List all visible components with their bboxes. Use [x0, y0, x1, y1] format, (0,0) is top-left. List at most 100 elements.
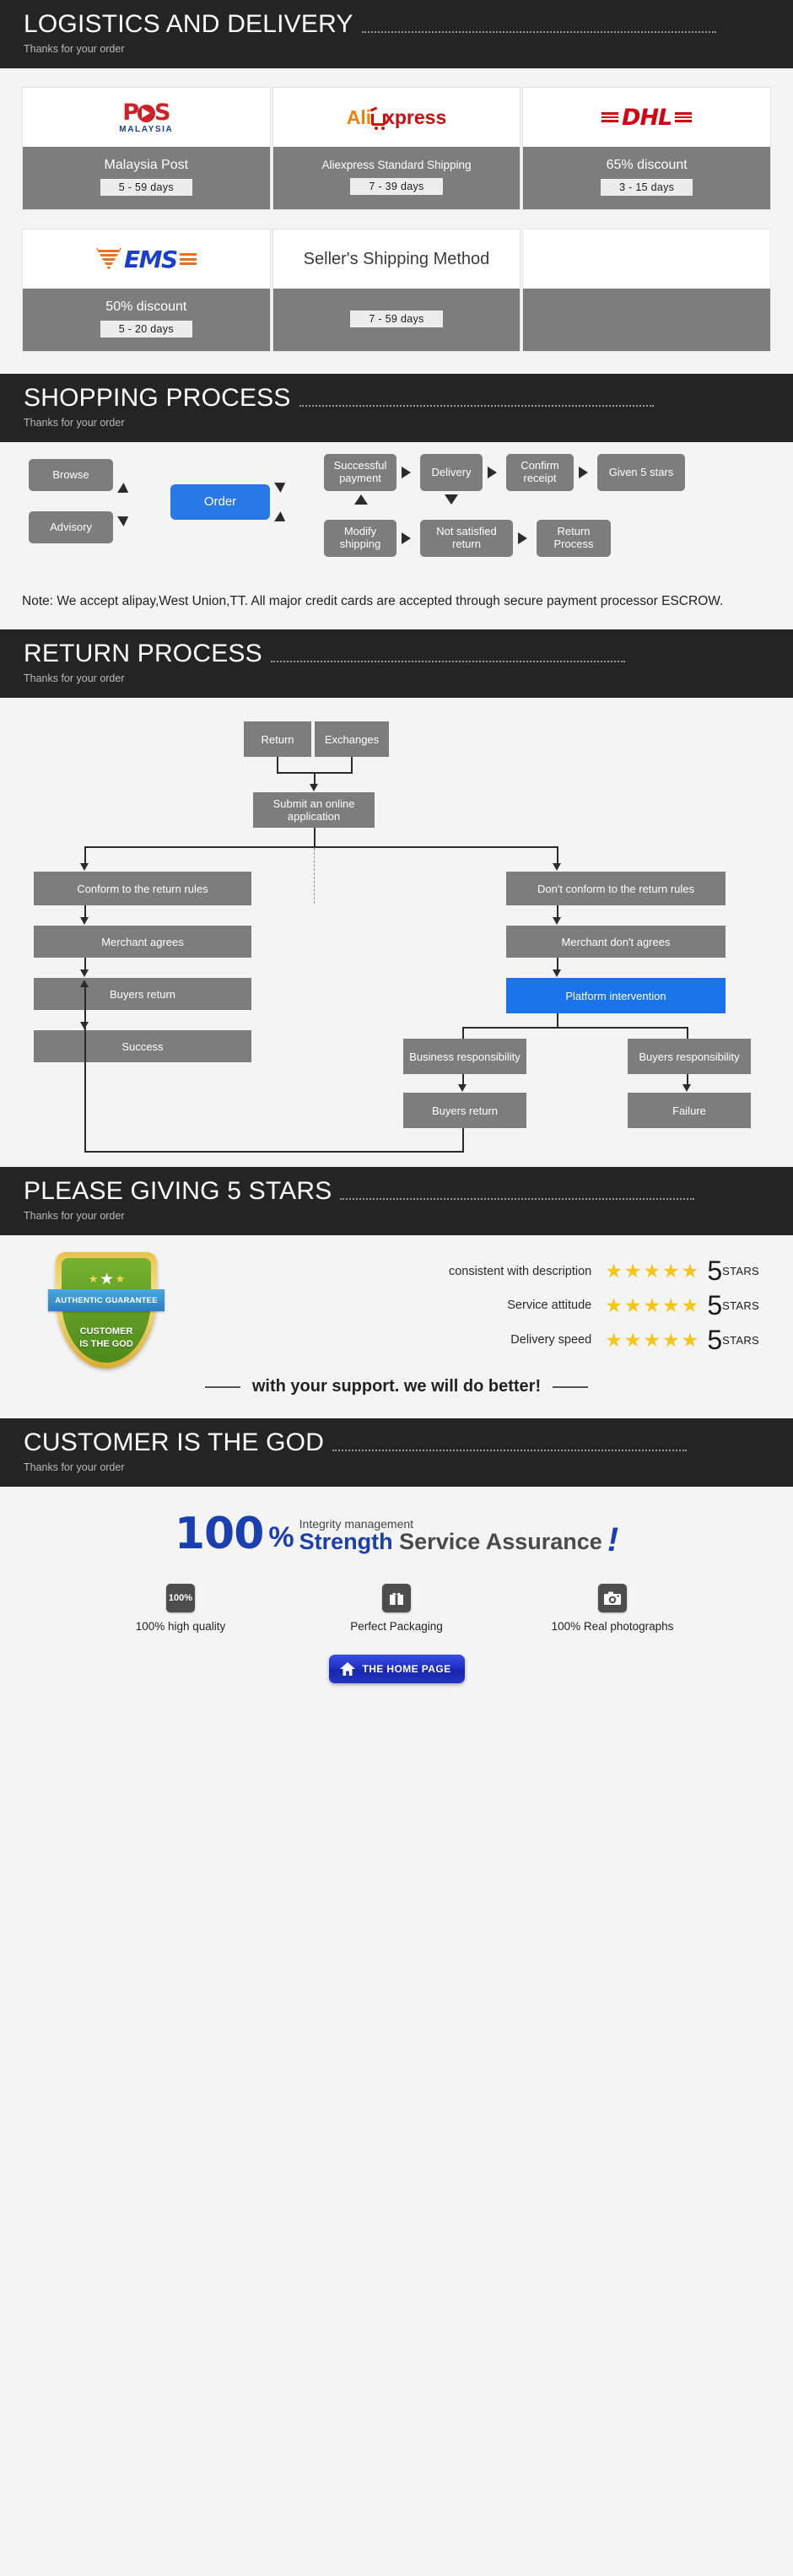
title-dotted-rule [299, 405, 654, 407]
section-header-returns: RETURN PROCESS Thanks for your order [0, 629, 793, 699]
flow-node-buyers-return-left: Buyers return [34, 978, 251, 1011]
connector-center-dashed [314, 848, 315, 905]
connector-conform-down [84, 905, 86, 920]
dhl-stripes-right-icon [675, 112, 693, 122]
camera-icon [598, 1583, 627, 1612]
section-subtitle: Thanks for your order [24, 417, 125, 429]
assurance-subtitle: Integrity management [299, 1517, 414, 1531]
pos-logo-p: P [122, 99, 139, 126]
home-page-button[interactable]: THE HOME PAGE [328, 1654, 465, 1683]
connector-submit-down [314, 828, 316, 847]
return-process-flowchart: Return Exchanges Submit an online applic… [22, 698, 771, 1063]
rating-unit: STARS [722, 1299, 759, 1312]
ems-bars-icon [179, 253, 197, 265]
rating-label: Service attitude [507, 1299, 592, 1313]
rating-row: consistent with description ★★★★★ 5 STAR… [191, 1257, 771, 1284]
tagline-rule-right [553, 1385, 589, 1388]
connector-magrees-down [84, 958, 86, 972]
feature-real-photos: 100% Real photographs [528, 1583, 697, 1633]
ems-chevron-icon [96, 248, 121, 270]
title-dotted-rule [332, 1450, 688, 1452]
connector-return-down [277, 757, 278, 773]
tagline-text: with your support. we will do better! [251, 1377, 542, 1396]
section-subtitle: Thanks for your order [24, 43, 125, 55]
page-title: CUSTOMER IS THE GOD [24, 1428, 325, 1457]
flow-node-modify-shipping: Modify shipping [324, 520, 396, 557]
shipping-days-badge: 3 - 15 days [601, 179, 693, 197]
house-icon [339, 1661, 355, 1676]
shipping-card-meta: 65% discount 3 - 15 days [523, 147, 770, 209]
shipping-card-seller-method: Seller's Shipping Method 7 - 59 days [272, 229, 521, 352]
feature-label: 100% high quality [135, 1619, 226, 1633]
arrow-advisory-to-order [117, 511, 132, 527]
rating-stars-icon: ★★★★★ [605, 1328, 701, 1351]
ems-logo: EMS [23, 230, 270, 289]
page-title: LOGISTICS AND DELIVERY [24, 10, 353, 38]
pos-logo-subtitle: MALAYSIA [119, 124, 174, 134]
connector-bizresp-down [462, 1027, 464, 1041]
arrow-browse-to-order [117, 483, 132, 498]
arrow-to-submit [310, 784, 318, 792]
percent-badge-icon: 100% [166, 1583, 195, 1612]
tagline-rule-left [204, 1385, 240, 1388]
arrow-modify-to-notsatisfied [402, 532, 411, 544]
shipping-days-badge: 5 - 59 days [100, 179, 192, 197]
flow-node-merchant-disagrees: Merchant don't agrees [506, 926, 726, 959]
flow-node-successful-payment: Successful payment [324, 454, 396, 491]
flow-node-failure: Failure [628, 1093, 751, 1129]
section-subtitle: Thanks for your order [24, 1461, 125, 1474]
feature-packaging: Perfect Packaging [312, 1583, 481, 1633]
connector-exchanges-down [351, 757, 353, 773]
flow-node-platform-intervention: Platform intervention [506, 978, 726, 1014]
dhl-logo-text: DHL [622, 104, 672, 131]
flow-node-return: Return [244, 721, 311, 758]
arrow-to-nonconform [553, 863, 561, 872]
flow-node-not-satisfied-return: Not satisfied return [420, 520, 513, 557]
connector-bizresp-to-breturn [462, 1074, 464, 1087]
flow-node-delivery: Delivery [420, 454, 483, 491]
arrow-notsatisfied-to-returnprocess [518, 532, 527, 544]
arrow-delivery-to-notsatisfied [445, 494, 458, 505]
shipping-card-meta: 50% discount 5 - 20 days [23, 289, 270, 351]
ems-logo-text: EMS [124, 245, 178, 273]
shipping-card-ems: EMS 50% discount 5 - 20 days [22, 229, 271, 352]
section-subtitle: Thanks for your order [24, 672, 125, 685]
empty-card-meta [523, 289, 770, 351]
gift-box-icon [382, 1583, 411, 1612]
ali-logo-text: Ali [346, 105, 372, 128]
flow-node-nonconform-rules: Don't conform to the return rules [506, 872, 726, 906]
connector-mdisagrees-down [557, 958, 558, 972]
page-title: PLEASE GIVING 5 STARS [24, 1177, 332, 1206]
shield-stars: ★ ★ ★ [88, 1271, 126, 1289]
connector-platform-down [557, 1013, 558, 1028]
rating-unit: STARS [722, 1333, 759, 1347]
rating-row: Delivery speed ★★★★★ 5 STARS [191, 1326, 771, 1353]
connector-platform-split [462, 1027, 687, 1029]
flow-node-submit-application: Submit an online application [253, 792, 375, 829]
returns-body: Return Exchanges Submit an online applic… [0, 698, 793, 1168]
rating-label: Delivery speed [510, 1333, 592, 1347]
shipping-days-badge: 5 - 20 days [100, 321, 192, 338]
spacer [0, 1157, 793, 1168]
shopping-process-flowchart: Browse Advisory Order Successful payment… [22, 442, 771, 586]
customer-body: 100 % Integrity management Strength Serv… [0, 1487, 793, 1712]
title-dotted-rule [340, 1198, 695, 1201]
connector-merge-down [314, 772, 316, 786]
connector-right-branch-down [557, 846, 558, 866]
pos-logo-s: S [154, 99, 170, 126]
flow-node-success: Success [34, 1030, 251, 1063]
shipping-method-name: 50% discount [105, 299, 187, 314]
connector-nonconform-down [557, 905, 558, 920]
shipping-method-name: 65% discount [606, 157, 688, 172]
rating-row: Service attitude ★★★★★ 5 STARS [191, 1292, 771, 1319]
return-flowchart-lower: Business responsibility Buyers responsib… [22, 980, 771, 1157]
arrow-to-buyers-return-right [458, 1084, 467, 1093]
shopping-cart-icon [371, 113, 386, 130]
arrow-order-to-payment [274, 478, 289, 493]
arrow-payment-to-delivery [402, 467, 411, 478]
